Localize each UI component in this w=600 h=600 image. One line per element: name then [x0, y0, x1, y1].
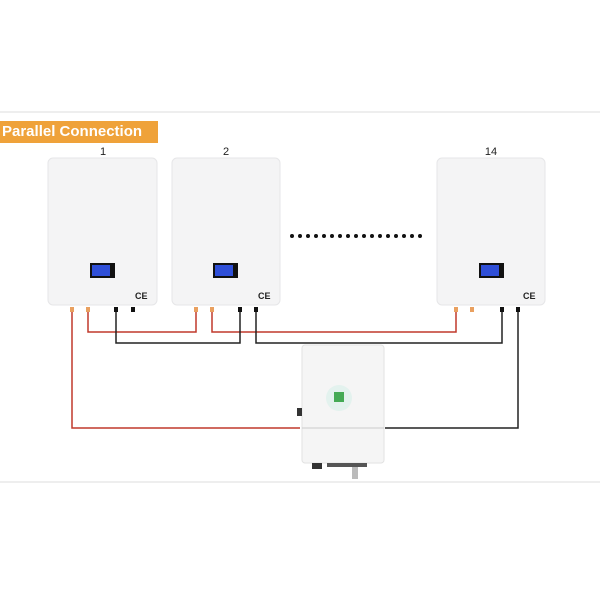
negative-wires [115, 312, 519, 429]
ce-mark-2: CE [258, 291, 271, 301]
ce-mark-1: CE [135, 291, 148, 301]
battery-label-2: 2 [222, 146, 230, 158]
battery-14 [436, 157, 546, 306]
battery-2 [171, 157, 281, 306]
battery-label-1: 1 [99, 146, 107, 158]
positive-wires [71, 312, 457, 429]
ce-mark-14: CE [523, 291, 536, 301]
battery-1 [47, 157, 158, 306]
battery-label-14: 14 [484, 146, 498, 158]
inverter [297, 344, 385, 479]
ellipsis-dots [290, 234, 422, 238]
terminals [70, 307, 520, 312]
section-title-banner: Parallel Connection [0, 121, 158, 143]
